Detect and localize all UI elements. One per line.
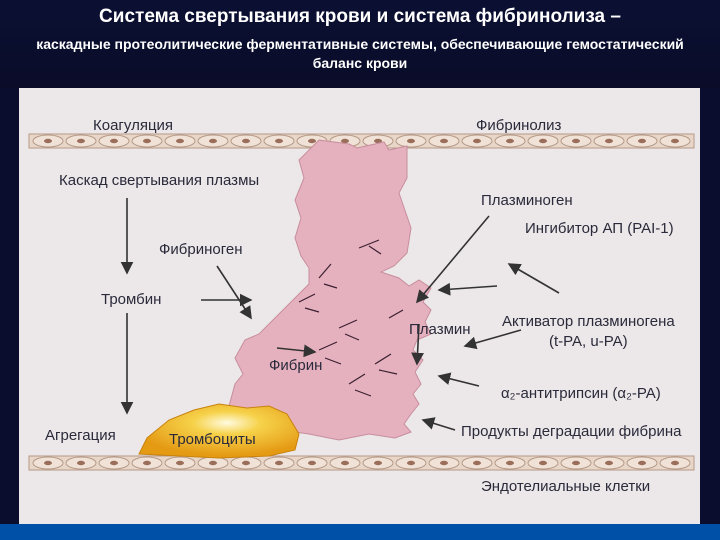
cell-nucleus — [506, 138, 514, 144]
cell-nucleus — [341, 138, 349, 144]
hemostasis-diagram: Коагуляция Фибринолиз Каскад свертывания… — [28, 117, 695, 495]
diagram-figure: Коагуляция Фибринолиз Каскад свертывания… — [19, 88, 700, 524]
cell-nucleus — [308, 460, 316, 466]
platelet-aggregate — [138, 403, 300, 459]
label-platelets: Тромбоциты — [169, 431, 256, 448]
label-activator-line2: (t-PA, u-PA) — [549, 333, 628, 350]
label-endothelium: Эндотелиальные клетки — [481, 478, 650, 495]
label-aggregation: Агрегация — [45, 427, 116, 444]
cell-nucleus — [473, 460, 481, 466]
cell-nucleus — [407, 460, 415, 466]
cell-nucleus — [242, 460, 250, 466]
slide-title: Система свертывания крови и система фибр… — [99, 6, 621, 27]
cell-nucleus — [605, 460, 613, 466]
cell-nucleus — [143, 460, 151, 466]
cell-nucleus — [506, 460, 514, 466]
cell-nucleus — [671, 138, 679, 144]
cell-nucleus — [110, 138, 118, 144]
label-thrombin: Тромбин — [101, 291, 161, 308]
cell-nucleus — [539, 138, 547, 144]
cell-nucleus — [209, 460, 217, 466]
endothelium-top — [28, 133, 695, 149]
label-plasma-cascade: Каскад свертывания плазмы — [59, 172, 259, 189]
fibrin-clot — [223, 139, 432, 441]
cell-nucleus — [638, 460, 646, 466]
cell-nucleus — [275, 138, 283, 144]
cell-nucleus — [77, 460, 85, 466]
cell-nucleus — [77, 138, 85, 144]
label-fibrinogen: Фибриноген — [159, 241, 243, 258]
cell-nucleus — [539, 460, 547, 466]
label-degradation: Продукты деградации фибрина — [461, 423, 682, 440]
label-plasmin: Плазмин — [409, 321, 471, 338]
cell-nucleus — [308, 138, 316, 144]
label-pai-inhibitor: Ингибитор АП (PAI-1) — [525, 220, 674, 237]
label-fibrinolysis: Фибринолиз — [476, 117, 562, 134]
cell-nucleus — [275, 460, 283, 466]
slide-header: Система свертывания крови и система фибр… — [0, 0, 720, 88]
cell-nucleus — [572, 460, 580, 466]
fibrin-cleavage-lines — [298, 239, 404, 397]
label-coagulation: Коагуляция — [93, 117, 173, 134]
label-activator-line1: Активатор плазминогена — [502, 313, 675, 330]
cell-nucleus — [638, 138, 646, 144]
cell-nucleus — [473, 138, 481, 144]
cell-nucleus — [44, 138, 52, 144]
cell-nucleus — [440, 138, 448, 144]
cell-nucleus — [341, 460, 349, 466]
cell-nucleus — [110, 460, 118, 466]
cell-nucleus — [440, 460, 448, 466]
label-antitrypsin: α₂-антитрипсин (α₂-PA) — [501, 385, 661, 402]
diagram-arrows — [120, 198, 560, 431]
cell-nucleus — [209, 138, 217, 144]
cell-nucleus — [176, 460, 184, 466]
cell-nucleus — [407, 138, 415, 144]
cell-nucleus — [605, 138, 613, 144]
label-plasminogen: Плазминоген — [481, 192, 573, 209]
cell-nucleus — [572, 138, 580, 144]
cell-nucleus — [374, 460, 382, 466]
cell-nucleus — [176, 138, 184, 144]
label-fibrin: Фибрин — [269, 357, 322, 374]
endothelium-bottom — [28, 455, 695, 471]
cell-nucleus — [44, 460, 52, 466]
cell-nucleus — [671, 460, 679, 466]
slide-subtitle: каскадные протеолитические ферментативны… — [36, 36, 684, 71]
cell-nucleus — [143, 138, 151, 144]
slide-footer-bar — [0, 524, 720, 540]
cell-nucleus — [374, 138, 382, 144]
cell-nucleus — [242, 138, 250, 144]
